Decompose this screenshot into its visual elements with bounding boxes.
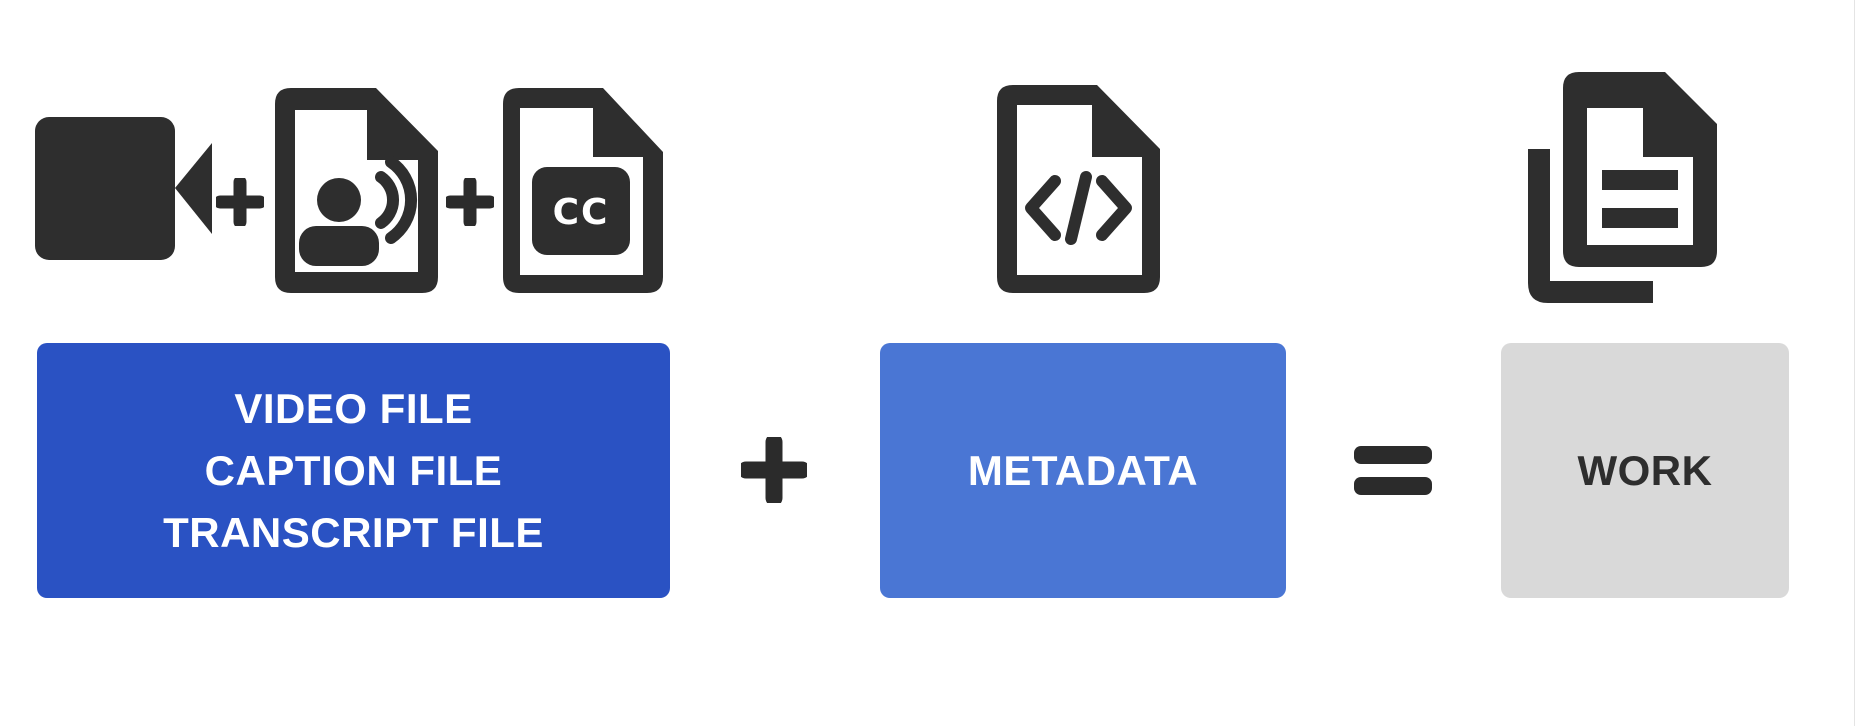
plus-operator-icon xyxy=(741,437,807,503)
screen-edge-divider xyxy=(1854,0,1855,726)
files-box-line-video: VIDEO FILE xyxy=(234,384,473,432)
files-box-line-transcript: TRANSCRIPT FILE xyxy=(163,508,544,556)
plus-icon xyxy=(216,178,264,226)
plus-icon xyxy=(446,178,494,226)
equals-operator-icon xyxy=(1354,446,1432,495)
work-box-label: WORK xyxy=(1577,446,1713,494)
stacked-documents-icon xyxy=(1528,72,1717,303)
cc-badge-text: CC xyxy=(553,192,610,233)
code-file-icon xyxy=(997,85,1160,293)
video-camera-icon xyxy=(35,117,212,260)
files-box: VIDEO FILE CAPTION FILE TRANSCRIPT FILE xyxy=(37,343,670,598)
work-box: WORK xyxy=(1501,343,1789,598)
caption-file-icon: CC xyxy=(503,88,663,293)
metadata-box: METADATA xyxy=(880,343,1286,598)
files-box-line-caption: CAPTION FILE xyxy=(204,446,503,494)
metadata-box-label: METADATA xyxy=(967,446,1199,494)
voice-file-icon xyxy=(275,88,438,293)
